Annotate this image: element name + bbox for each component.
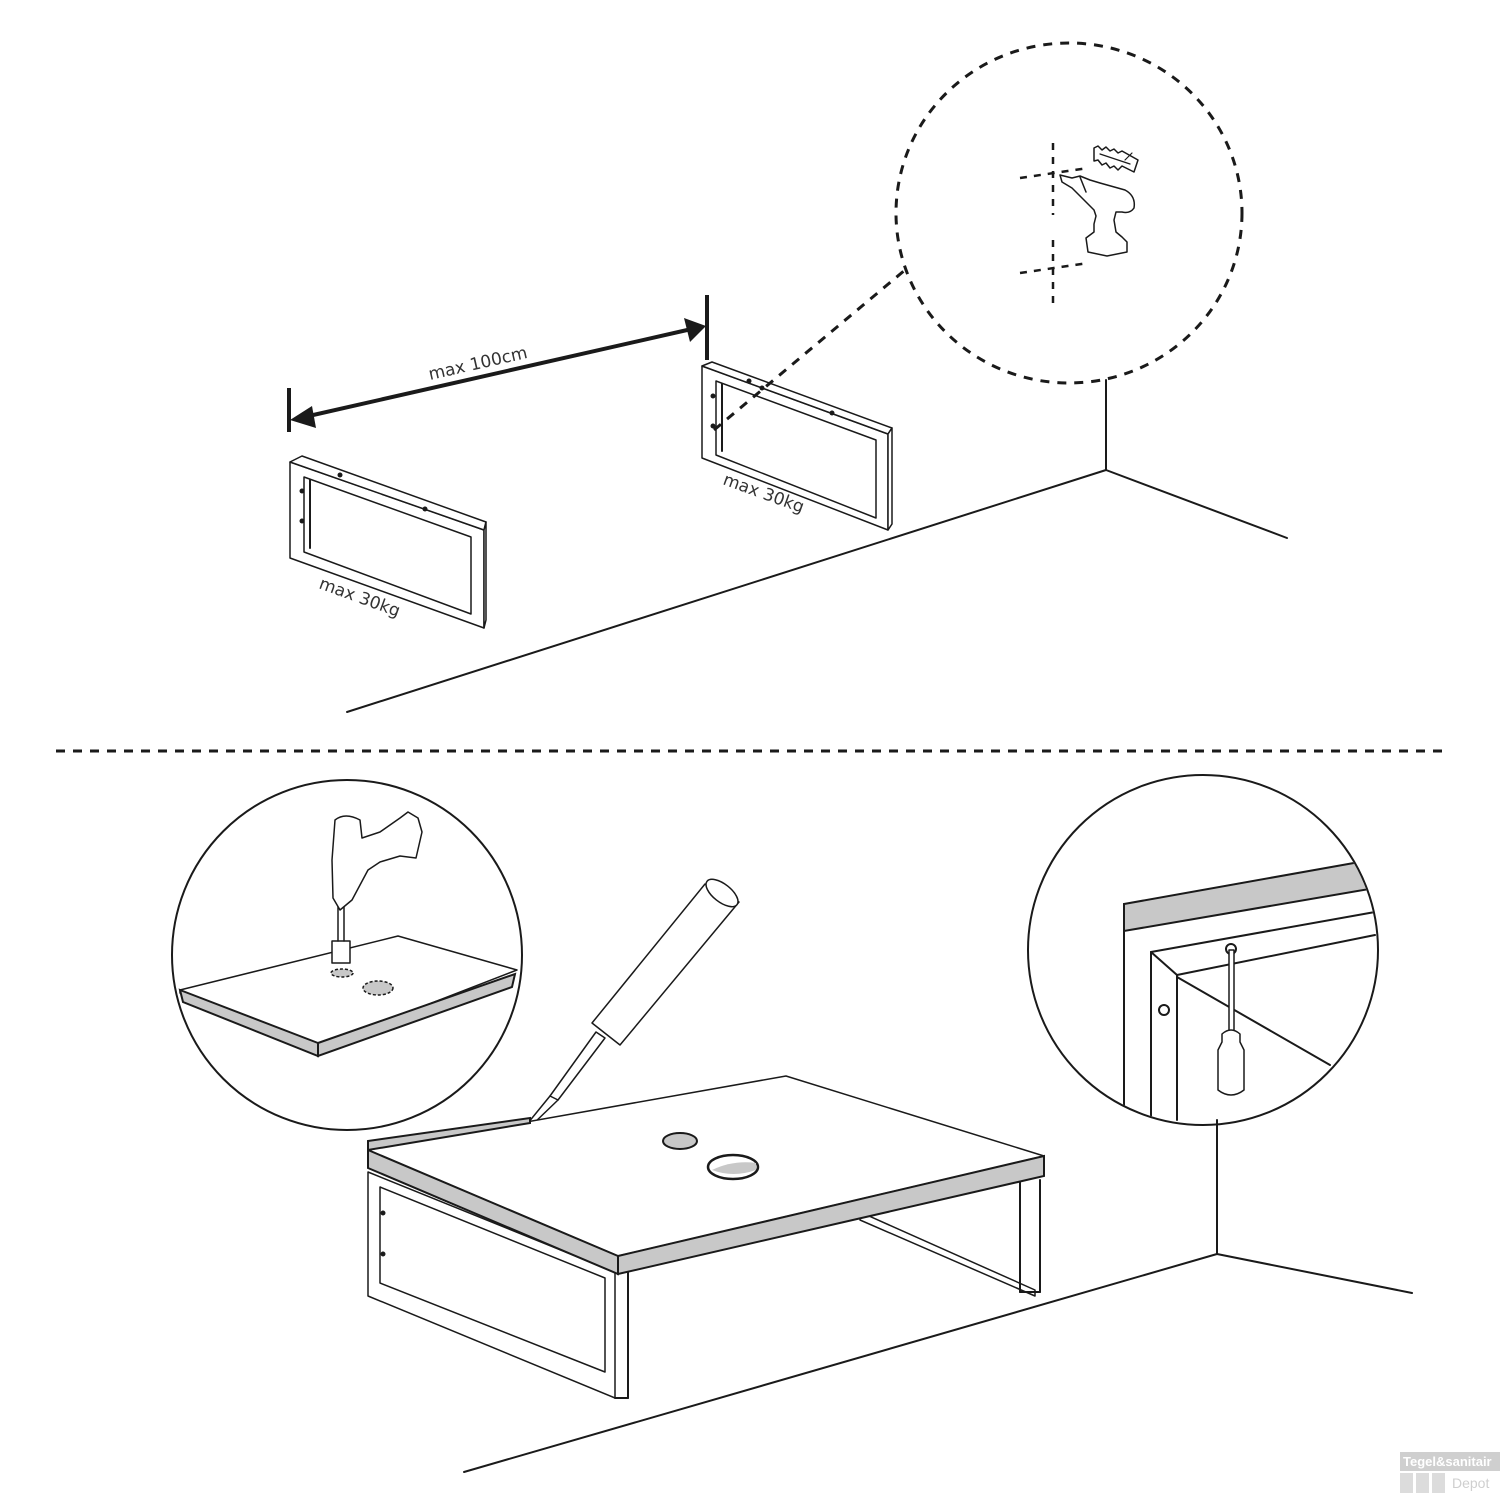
- drill-icon: [331, 811, 423, 964]
- left-bracket: max 30kg: [289, 455, 487, 629]
- logo-tile-icon: [1416, 1473, 1429, 1493]
- drill-countertop-detail: [171, 779, 523, 1131]
- brand-name: Tegel&sanitair: [1400, 1452, 1500, 1471]
- watermark-logo: Tegel&sanitair Depot: [1400, 1452, 1500, 1500]
- right-bracket: max 30kg: [701, 361, 893, 531]
- countertop-assembly: [367, 1075, 1045, 1399]
- sealant-tube-icon: [527, 878, 740, 1126]
- callout-line: [713, 268, 906, 432]
- logo-tile-icon: [1400, 1473, 1413, 1493]
- step2-wall-floor: [463, 1119, 1413, 1473]
- brand-subtitle: Depot: [1452, 1475, 1490, 1491]
- screwdriver-icon: [1217, 943, 1245, 1096]
- drill-detail-callout: [894, 41, 1244, 385]
- drill-icon: [1059, 174, 1136, 257]
- logo-tile-icon: [1432, 1473, 1445, 1493]
- dimension-arrow: max 100cm: [287, 295, 709, 432]
- step1-wall-floor: [346, 379, 1288, 713]
- screw-detail: [1027, 774, 1379, 1126]
- wall-plug-icon: [1093, 145, 1139, 173]
